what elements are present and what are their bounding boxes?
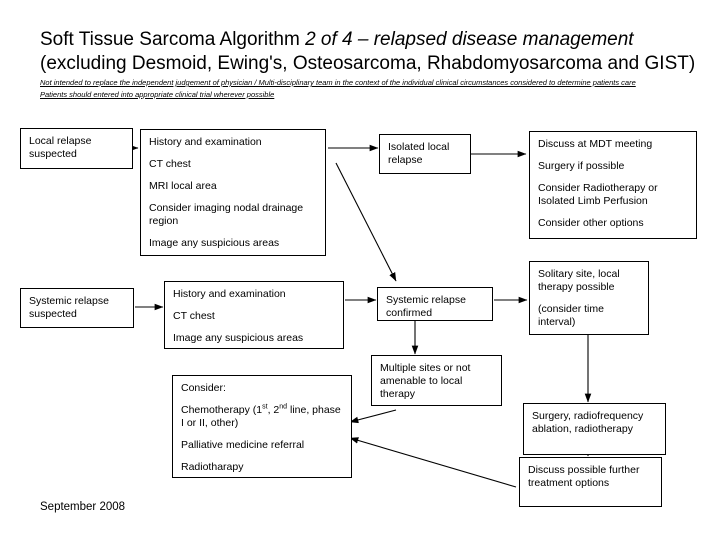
node-mdt-meeting[interactable]: Discuss at MDT meeting Surgery if possib… [529,131,697,239]
mdt-line4: Consider other options [538,217,644,229]
consider-chemotherapy: Chemotherapy (1st, 2nd line, phase I or … [181,404,344,430]
node-systemic-workup[interactable]: History and examination CT chest Image a… [164,281,344,349]
arrow-discuss-to-consider [349,437,517,488]
solitary-site-line2: (consider time interval) [538,303,604,328]
local-relapse-suspected-line1: Local relapse [29,135,92,147]
footer-date: September 2008 [40,501,126,513]
mdt-line3: Consider Radiotherapy or Isolated Limb P… [538,182,658,207]
consider-line1: Consider: [181,382,226,394]
chemo-ordinal-second: nd [279,403,288,411]
systemic-workup-line2: CT chest [173,310,215,322]
node-multiple-sites[interactable]: Multiple sites or not amenable to local … [371,355,502,406]
multiple-sites-line1: Multiple sites or not amenable to local … [380,362,471,400]
consider-line4: Radiotharapy [181,461,244,473]
node-local-workup[interactable]: History and examination CT chest MRI loc… [140,129,326,256]
mdt-line2: Surgery if possible [538,160,625,172]
node-discuss-further[interactable]: Discuss possible further treatment optio… [519,457,662,507]
solitary-site-line1: Solitary site, local therapy possible [538,268,620,293]
node-isolated-local-relapse[interactable]: Isolated local relapse [379,134,471,174]
arrow-multiple-to-consider [349,409,397,424]
disclaimer-primary: Not intended to replace the independent … [40,78,700,89]
consider-line3: Palliative medicine referral [181,439,305,451]
local-workup-line2: CT chest [149,158,191,170]
title-plain: Soft Tissue Sarcoma Algorithm [40,29,306,50]
page-subtitle: (excluding Desmoid, Ewing's, Osteosarcom… [40,53,696,74]
node-surgery-rfa[interactable]: Surgery, radiofrequency ablation, radiot… [523,403,666,455]
local-workup-line1: History and examination [149,136,262,148]
chemo-suffix: line, phase I or II, other) [181,404,341,429]
surgery-rfa-line1: Surgery, radiofrequency ablation, radiot… [532,410,644,435]
local-workup-line3: MRI local area [149,180,217,192]
mdt-line1: Discuss at MDT meeting [538,138,653,150]
slide-header: Soft Tissue Sarcoma Algorithm 2 of 4 – r… [40,28,700,100]
chemo-prefix: Chemotherapy (1 [181,404,263,416]
local-workup-line5: Image any suspicious areas [149,237,280,249]
isolated-local-relapse-line1: Isolated local [388,141,450,153]
disclaimer-secondary-text: Patients should entered into appropriate… [40,89,275,99]
systemic-workup-line1: History and examination [173,288,286,300]
systemic-relapse-suspected-line2: suspected [29,308,77,320]
disclaimer-primary-text: Not intended to replace the independent … [40,78,636,87]
disclaimer-secondary: Patients should entered into appropriate… [40,90,700,101]
chemo-middle: , 2 [267,404,280,416]
systemic-workup-line3: Image any suspicious areas [173,332,304,344]
node-consider-systemic[interactable]: Consider: Chemotherapy (1st, 2nd line, p… [172,375,352,478]
page-title: Soft Tissue Sarcoma Algorithm 2 of 4 – r… [40,28,700,52]
local-workup-line4: Consider imaging nodal drainage region [149,202,304,227]
systemic-relapse-suspected-line1: Systemic relapse [29,295,109,307]
arrow-workup-to-systemic-confirmed [335,162,397,282]
node-systemic-relapse-confirmed[interactable]: Systemic relapse confirmed [377,287,493,321]
systemic-relapse-confirmed-line1: Systemic relapse [386,294,466,306]
discuss-further-line1: Discuss possible further treatment optio… [528,464,640,489]
node-local-relapse-suspected[interactable]: Local relapse suspected [20,128,133,169]
isolated-local-relapse-line2: relapse [388,154,423,166]
chemo-ordinal-first: st [262,403,268,411]
local-relapse-suspected-line2: suspected [29,148,77,160]
systemic-relapse-confirmed-line2: confirmed [386,307,433,319]
title-italic: 2 of 4 – relapsed disease management [305,29,634,50]
node-solitary-site[interactable]: Solitary site, local therapy possible (c… [529,261,649,335]
node-systemic-relapse-suspected[interactable]: Systemic relapse suspected [20,288,134,328]
